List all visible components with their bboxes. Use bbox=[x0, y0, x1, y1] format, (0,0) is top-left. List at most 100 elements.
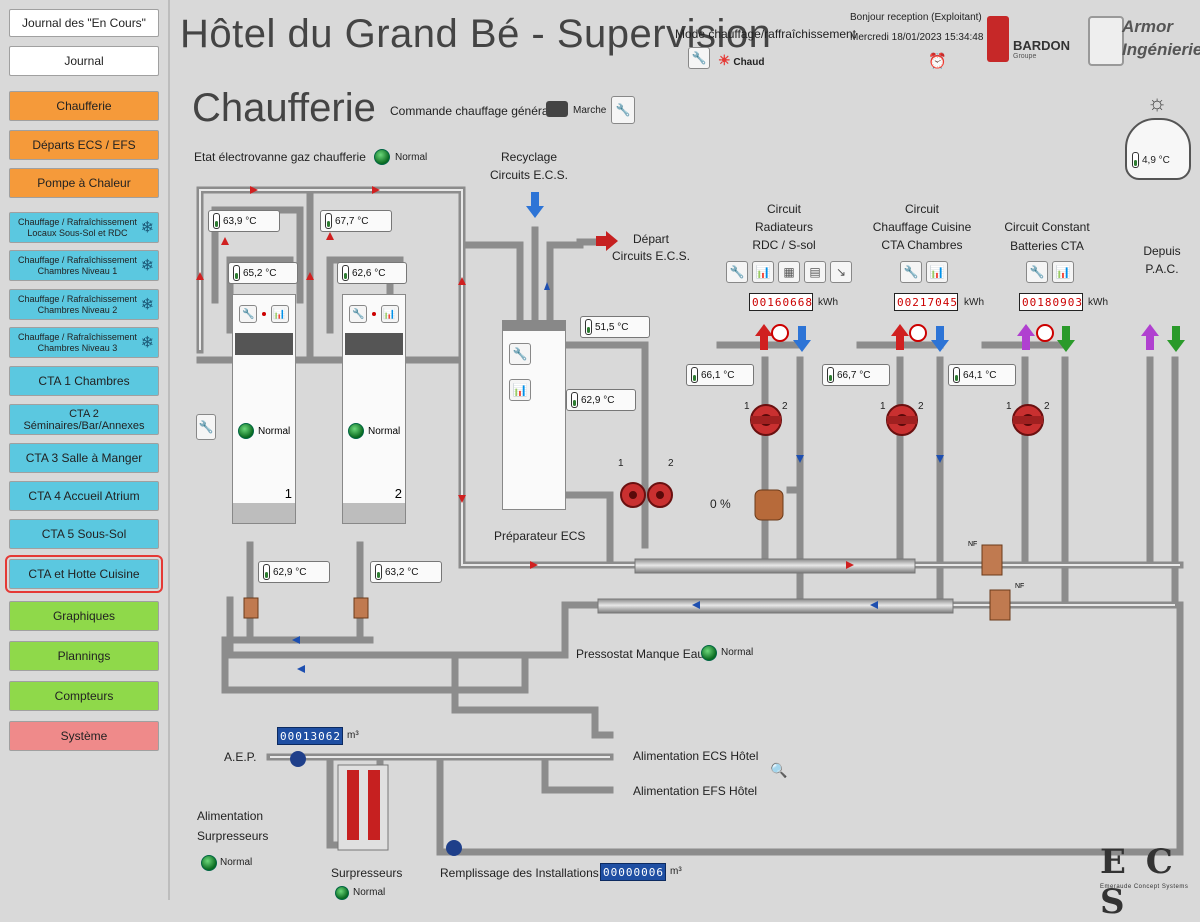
nav-chauffage-niveau-2[interactable]: Chauffage / Rafraîchissement Chambres Ni… bbox=[9, 289, 159, 320]
pac-title: Depuis P.A.C. bbox=[1143, 244, 1181, 276]
general-cmd-wrench-button[interactable]: 🔧 bbox=[611, 96, 635, 124]
bardon-logo-sub: Groupe bbox=[1013, 53, 1037, 60]
general-cmd-switch-icon[interactable] bbox=[546, 101, 568, 117]
circuit3-toolbar: 🔧 📊 bbox=[1026, 261, 1074, 283]
nav-chauffage-locaux-sous-sol[interactable]: Chauffage / Rafraîchissement Locaux Sous… bbox=[9, 212, 159, 243]
nav-chaufferie[interactable]: Chaufferie bbox=[9, 91, 159, 121]
gas-valve-led bbox=[374, 148, 390, 166]
boiler1-chart-button[interactable]: 📊 bbox=[270, 305, 289, 323]
circuit1-chart-button[interactable]: 📊 bbox=[752, 261, 774, 283]
boiler-2: 🔧 📊 Normal 2 bbox=[342, 294, 406, 524]
boiler2-temp-mid[interactable]: 62,6 °C bbox=[337, 262, 407, 284]
armor-logo-line1: Armor bbox=[1122, 17, 1174, 36]
nav-cta-3[interactable]: CTA 3 Salle à Manger bbox=[9, 443, 159, 473]
mode-wrench-button[interactable]: 🔧 bbox=[688, 47, 710, 69]
nav-chauffage-niveau-3[interactable]: Chauffage / Rafraîchissement Chambres Ni… bbox=[9, 327, 159, 358]
alim-ecs-label: Alimentation ECS Hôtel bbox=[633, 749, 759, 763]
circuit3-pump2-label: 2 bbox=[1044, 401, 1050, 412]
circuit1-curve-button[interactable]: ↘ bbox=[830, 261, 852, 283]
ecs-chart-button[interactable]: 📊 bbox=[509, 379, 531, 401]
circuit2-title: Circuit Chauffage Cuisine CTA Chambres bbox=[872, 202, 972, 252]
boiler2-wrench-button[interactable]: 🔧 bbox=[349, 305, 368, 323]
boiler2-temp-top[interactable]: 67,7 °C bbox=[320, 210, 392, 232]
ecs-wrench-button[interactable]: 🔧 bbox=[509, 343, 531, 365]
circuit1-wrench-button[interactable]: 🔧 bbox=[726, 261, 748, 283]
circuit3-chart-button[interactable]: 📊 bbox=[1052, 261, 1074, 283]
boiler1-temp-top[interactable]: 63,9 °C bbox=[208, 210, 280, 232]
mode-value: Chaud bbox=[733, 57, 765, 68]
nav-pompe-a-chaleur[interactable]: Pompe à Chaleur bbox=[9, 168, 159, 198]
depart-ecs-label: Départ Circuits E.C.S. bbox=[612, 232, 691, 263]
boiler2-chart-button[interactable]: 📊 bbox=[380, 305, 399, 323]
thermometer-icon bbox=[571, 392, 578, 408]
surp-led bbox=[335, 884, 349, 902]
circuit2-pump2-label: 2 bbox=[918, 401, 924, 412]
nav-cta-2[interactable]: CTA 2 Séminaires/Bar/Annexes bbox=[9, 404, 159, 435]
nav-departs-ecs-efs[interactable]: Départs ECS / EFS bbox=[9, 130, 159, 160]
wrench-icon: 🔧 bbox=[615, 103, 631, 117]
sidebar: Journal des "En Cours" Journal Chaufferi… bbox=[0, 0, 170, 900]
boiler2-number: 2 bbox=[394, 486, 402, 501]
bardon-logo-icon bbox=[987, 16, 1009, 62]
boilers-wrench-button[interactable]: 🔧 bbox=[196, 414, 216, 440]
circuit1-pump2-label: 2 bbox=[782, 401, 788, 412]
hydraulic-diagram bbox=[196, 186, 1185, 856]
surp-state: Normal bbox=[353, 887, 386, 898]
nav-chauffage-niveau-1[interactable]: Chauffage / Rafraîchissement Chambres Ni… bbox=[9, 250, 159, 281]
nav-cta-5[interactable]: CTA 5 Sous-Sol bbox=[9, 519, 159, 549]
recycle-arrow-icon bbox=[526, 192, 544, 218]
thermometer-icon bbox=[233, 265, 240, 281]
circuit1-table-button[interactable]: ▤ bbox=[804, 261, 826, 283]
circulator-pumps bbox=[243, 404, 1044, 621]
wrench-icon: 🔧 bbox=[903, 265, 919, 279]
circuit2-chart-button[interactable]: 📊 bbox=[926, 261, 948, 283]
aep-label: A.E.P. bbox=[224, 750, 257, 764]
armor-logo-icon bbox=[1088, 16, 1124, 66]
boiler1-temp-bottom[interactable]: 62,9 °C bbox=[258, 561, 330, 583]
circuit1-calendar-button[interactable]: ▦ bbox=[778, 261, 800, 283]
thermometer-icon bbox=[213, 213, 220, 229]
ecs-temp-mid[interactable]: 62,9 °C bbox=[566, 389, 636, 411]
nav-cta-1[interactable]: CTA 1 Chambres bbox=[9, 366, 159, 396]
circuit2-pump1-label: 1 bbox=[880, 401, 886, 412]
wrench-icon: 🔧 bbox=[1029, 265, 1045, 279]
flow-arrows-blue bbox=[292, 282, 944, 673]
boiler1-temp-mid[interactable]: 65,2 °C bbox=[228, 262, 298, 284]
alim-surp-label: Alimentation Surpresseurs bbox=[197, 809, 269, 843]
nav-cta-4[interactable]: CTA 4 Accueil Atrium bbox=[9, 481, 159, 511]
nav-journal[interactable]: Journal bbox=[9, 46, 159, 76]
nav-journal-en-cours[interactable]: Journal des "En Cours" bbox=[9, 9, 159, 37]
circuit3-unit: kWh bbox=[1088, 297, 1108, 308]
nav-systeme[interactable]: Système bbox=[9, 721, 159, 751]
wrench-icon: 🔧 bbox=[352, 308, 365, 320]
alarm-clock-icon[interactable]: ⏰ bbox=[928, 53, 947, 70]
nav-compteurs[interactable]: Compteurs bbox=[9, 681, 159, 711]
boiler2-fault-dot bbox=[371, 312, 376, 316]
greeting: Bonjour reception (Exploitant) bbox=[850, 12, 982, 23]
wrench-icon: 🔧 bbox=[242, 308, 255, 320]
nav-plannings[interactable]: Plannings bbox=[9, 641, 159, 671]
boiler1-wrench-button[interactable]: 🔧 bbox=[239, 305, 258, 323]
general-cmd-label: Commande chauffage générale bbox=[390, 104, 558, 118]
snowflake-icon: ❄ bbox=[140, 334, 154, 351]
nav-graphiques[interactable]: Graphiques bbox=[9, 601, 159, 631]
circuit2-wrench-button[interactable]: 🔧 bbox=[900, 261, 922, 283]
magnifier-icon[interactable]: 🔍 bbox=[770, 762, 788, 778]
supply-header bbox=[634, 558, 916, 574]
curve-icon: ↘ bbox=[835, 265, 847, 279]
circuit1-temp[interactable]: 66,1 °C bbox=[686, 364, 754, 386]
circuit2-temp[interactable]: 66,7 °C bbox=[822, 364, 890, 386]
boiler2-temp-bottom[interactable]: 63,2 °C bbox=[370, 561, 442, 583]
sun-outline-icon: ☼ bbox=[1147, 90, 1168, 115]
nav-cta-hotte-cuisine[interactable]: CTA et Hotte Cuisine bbox=[5, 555, 163, 593]
chart-icon: 📊 bbox=[273, 308, 286, 320]
table-icon: ▤ bbox=[809, 265, 821, 279]
snowflake-icon: ❄ bbox=[140, 257, 154, 274]
ecs-temp-top[interactable]: 51,5 °C bbox=[580, 316, 650, 338]
circuit2-unit: kWh bbox=[964, 297, 984, 308]
gas-valve-label: Etat électrovanne gaz chaufferie bbox=[194, 150, 366, 164]
circuit3-wrench-button[interactable]: 🔧 bbox=[1026, 261, 1048, 283]
circuit3-temp[interactable]: 64,1 °C bbox=[948, 364, 1016, 386]
chart-icon: 📊 bbox=[755, 265, 771, 279]
circuit3-pump1-label: 1 bbox=[1006, 401, 1012, 412]
